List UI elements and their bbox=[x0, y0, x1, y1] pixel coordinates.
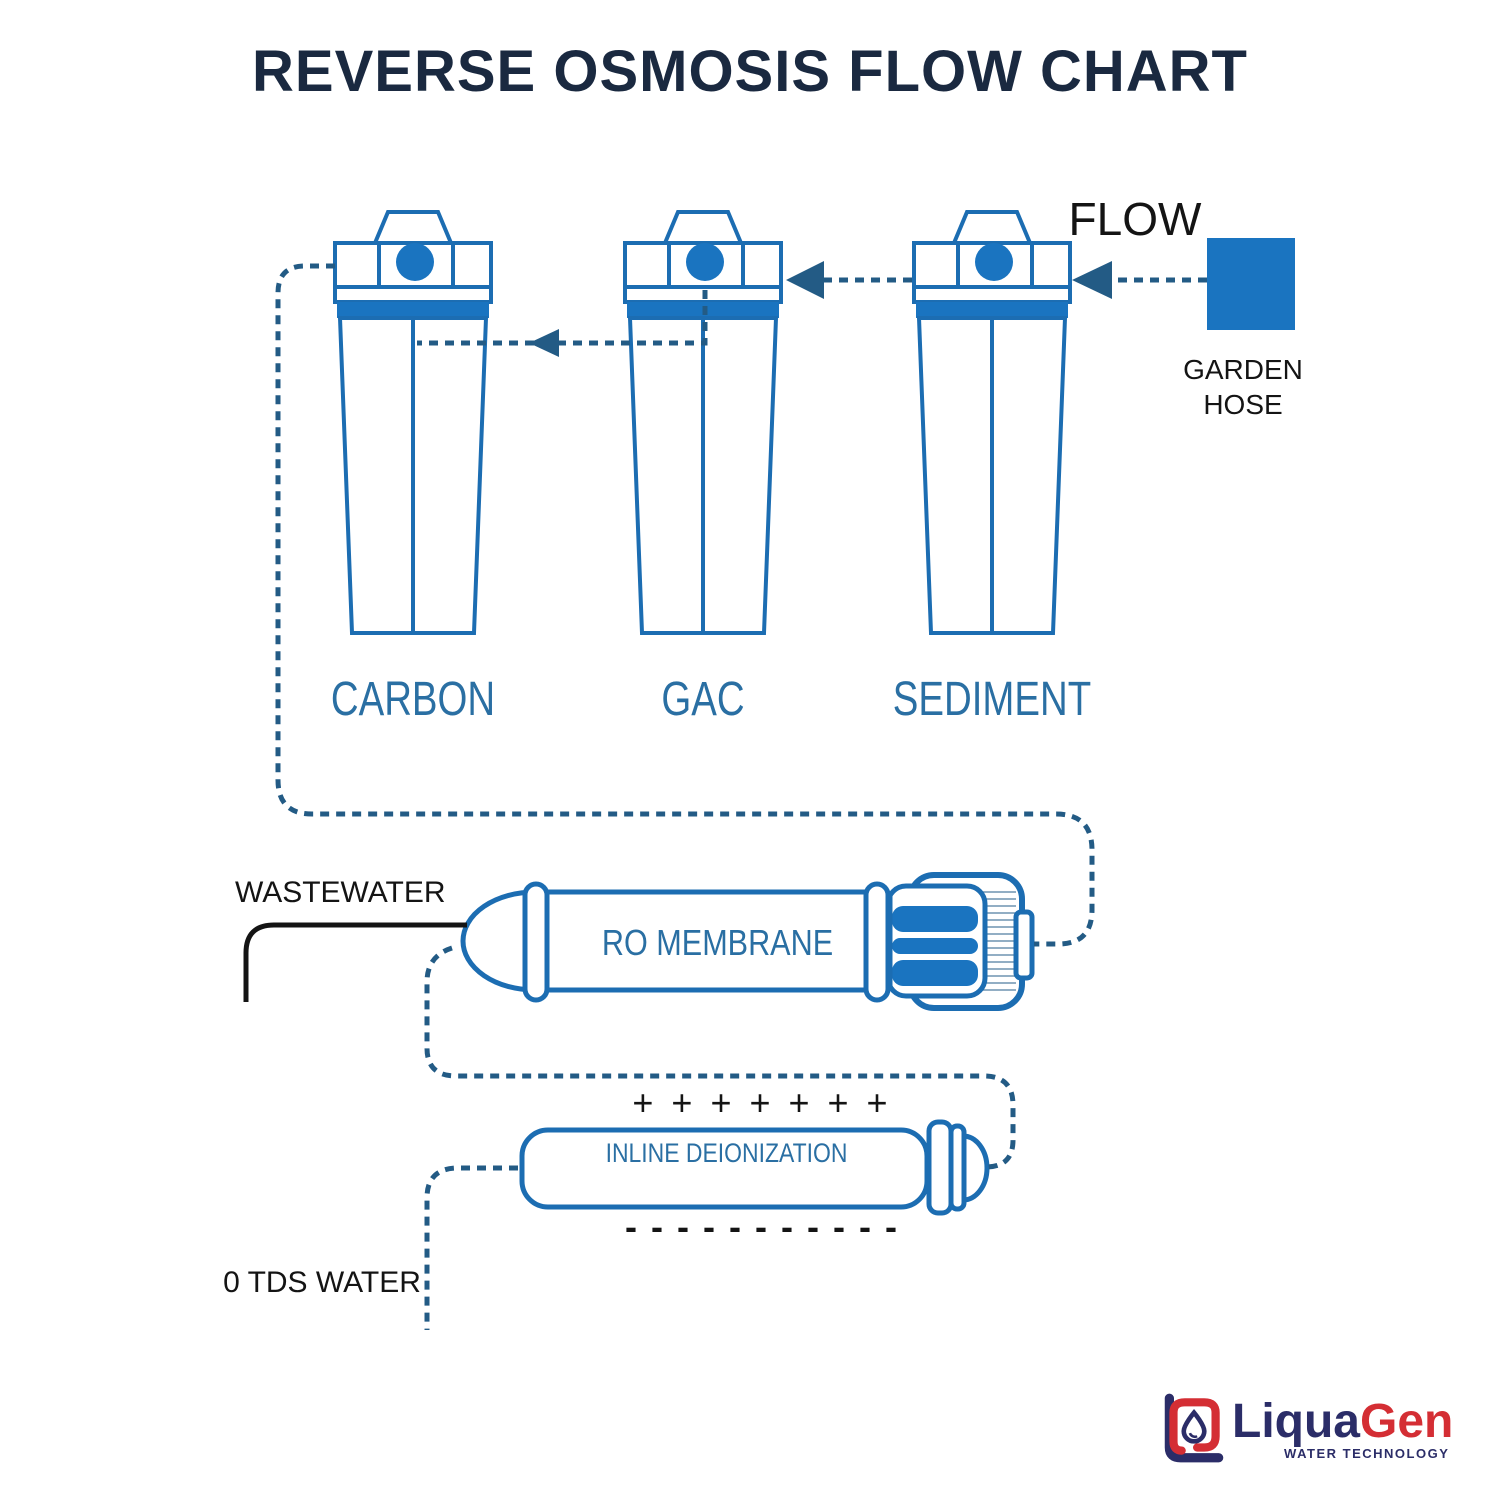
filter-label-sediment: SEDIMENT bbox=[892, 673, 1092, 726]
garden-hose-label-line1: GARDEN bbox=[1183, 354, 1303, 385]
inline-di-label: INLINE DEIONIZATION bbox=[605, 1138, 848, 1168]
garden-hose-block bbox=[1207, 238, 1295, 330]
ro-membrane-label: RO MEMBRANE bbox=[601, 922, 834, 963]
ro-collar-left bbox=[522, 881, 550, 1003]
ro-knob-stripe-top bbox=[892, 906, 978, 932]
tube-di-output bbox=[424, 1165, 518, 1330]
ro-membrane-vessel bbox=[460, 872, 1035, 1011]
liquagen-logo-icon bbox=[1164, 1393, 1224, 1463]
filter-label-carbon: CARBON bbox=[330, 673, 496, 726]
ro-dome bbox=[460, 889, 538, 993]
brand-logo: LiquaGen WATER TECHNOLOGY bbox=[1160, 1390, 1453, 1466]
arrowhead-into-gac bbox=[786, 261, 824, 299]
brand-name: LiquaGen bbox=[1232, 1394, 1454, 1448]
brand-name-part2: Gen bbox=[1360, 1394, 1454, 1448]
brand-tagline: WATER TECHNOLOGY bbox=[1284, 1445, 1450, 1461]
ro-outlet-tab bbox=[1013, 909, 1035, 981]
arrowhead-into-carbon bbox=[529, 329, 559, 357]
filter-canister-carbon bbox=[333, 210, 493, 635]
di-positive-ions-row: + + + + + + + bbox=[632, 1082, 892, 1123]
logo-l-shape bbox=[1164, 1393, 1224, 1463]
tube-ro-to-di bbox=[424, 945, 1016, 1170]
di-negative-ions-row: - - - - - - - - - - - bbox=[625, 1206, 899, 1247]
wastewater-line bbox=[243, 922, 467, 1002]
logo-text-block: LiquaGen WATER TECHNOLOGY bbox=[1232, 1394, 1454, 1461]
inline-di-cartridge bbox=[519, 1119, 990, 1216]
tube-gac-to-carbon bbox=[417, 290, 708, 346]
ro-knob-stripe-mid bbox=[892, 938, 978, 954]
di-end-bulge bbox=[960, 1133, 990, 1203]
filter-canister-sediment bbox=[912, 210, 1072, 635]
ro-knob-stripe-bottom bbox=[892, 960, 978, 986]
filter-canister-gac bbox=[623, 210, 783, 635]
wastewater-label: WASTEWATER bbox=[235, 876, 446, 909]
page-title: REVERSE OSMOSIS FLOW CHART bbox=[252, 39, 1248, 104]
logo-drop-highlight bbox=[1188, 1432, 1198, 1438]
arrowhead-into-sediment bbox=[1072, 261, 1112, 299]
ro-end-cap-ribs bbox=[980, 891, 1016, 991]
filter-label-gac: GAC bbox=[661, 673, 745, 726]
logo-water-drop-icon bbox=[1181, 1408, 1207, 1444]
tube-carbon-to-ro bbox=[275, 263, 1095, 947]
di-end-ring-1 bbox=[926, 1119, 954, 1216]
di-body bbox=[519, 1127, 930, 1210]
garden-hose-label-line2: HOSE bbox=[1203, 389, 1283, 420]
flow-tubing bbox=[275, 261, 1207, 1330]
ro-collar-right bbox=[863, 881, 891, 1003]
flow-direction-label: FLOW bbox=[1068, 193, 1202, 245]
logo-c-shape bbox=[1169, 1398, 1220, 1455]
garden-hose-label: GARDEN HOSE bbox=[1153, 352, 1333, 422]
brand-name-part1: Liqua bbox=[1232, 1394, 1360, 1448]
output-water-label: 0 TDS WATER bbox=[223, 1266, 421, 1299]
